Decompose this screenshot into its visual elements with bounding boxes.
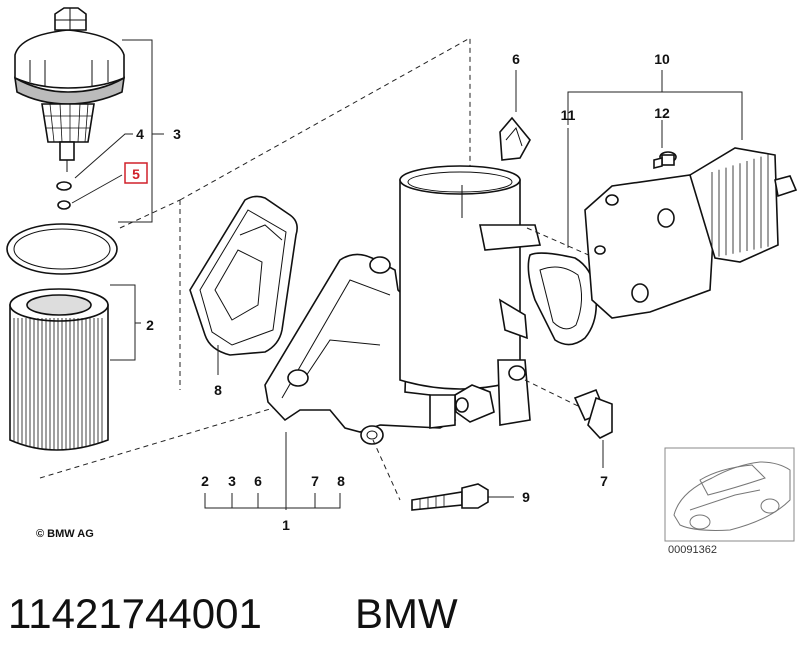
label-9: 9	[522, 489, 530, 505]
cooler-gasket	[526, 227, 601, 346]
label-3: 3	[173, 126, 181, 142]
vehicle-thumbnail	[664, 447, 795, 542]
seal-ring-small	[56, 181, 72, 210]
label-7: 7	[600, 473, 608, 489]
part-number: 11421744001	[8, 590, 262, 637]
label-8: 8	[214, 382, 222, 398]
diagram-number: 00091362	[668, 544, 717, 556]
spring-clip	[499, 70, 531, 161]
brand-name: BMW	[355, 590, 458, 637]
o-ring-large	[6, 223, 118, 275]
label-5-highlight-box	[124, 162, 148, 184]
label-4: 4	[136, 126, 144, 142]
oil-filter-cap	[13, 7, 126, 172]
callout-leaders-center	[204, 345, 514, 510]
group-label-7: 7	[311, 473, 319, 489]
label-12: 12	[654, 105, 670, 121]
group-label-6: 6	[254, 473, 262, 489]
label-11: 11	[561, 107, 576, 123]
group-label-8: 8	[337, 473, 345, 489]
bolt-screw	[411, 483, 489, 511]
group-label-3: 3	[228, 473, 236, 489]
label-10: 10	[654, 51, 670, 67]
label-6: 6	[512, 51, 520, 67]
oil-filter-housing	[264, 165, 542, 445]
label-2: 2	[146, 317, 154, 333]
assembly-dashed-outline	[39, 37, 471, 479]
label-5[interactable]: 5	[132, 166, 140, 182]
copyright-label: © BMW AG	[36, 528, 94, 540]
gasket-housing	[189, 195, 298, 356]
label-1: 1	[282, 517, 290, 533]
group-label-2: 2	[201, 473, 209, 489]
callout-labels: 4 3 5 2 8 6 10 11 12 7 9 1 2 3 6 7 8	[124, 51, 670, 533]
callout-brackets-left	[71, 39, 164, 361]
filter-element	[9, 288, 109, 451]
oil-cooler	[567, 70, 798, 319]
oil-pressure-sensor	[524, 379, 613, 468]
